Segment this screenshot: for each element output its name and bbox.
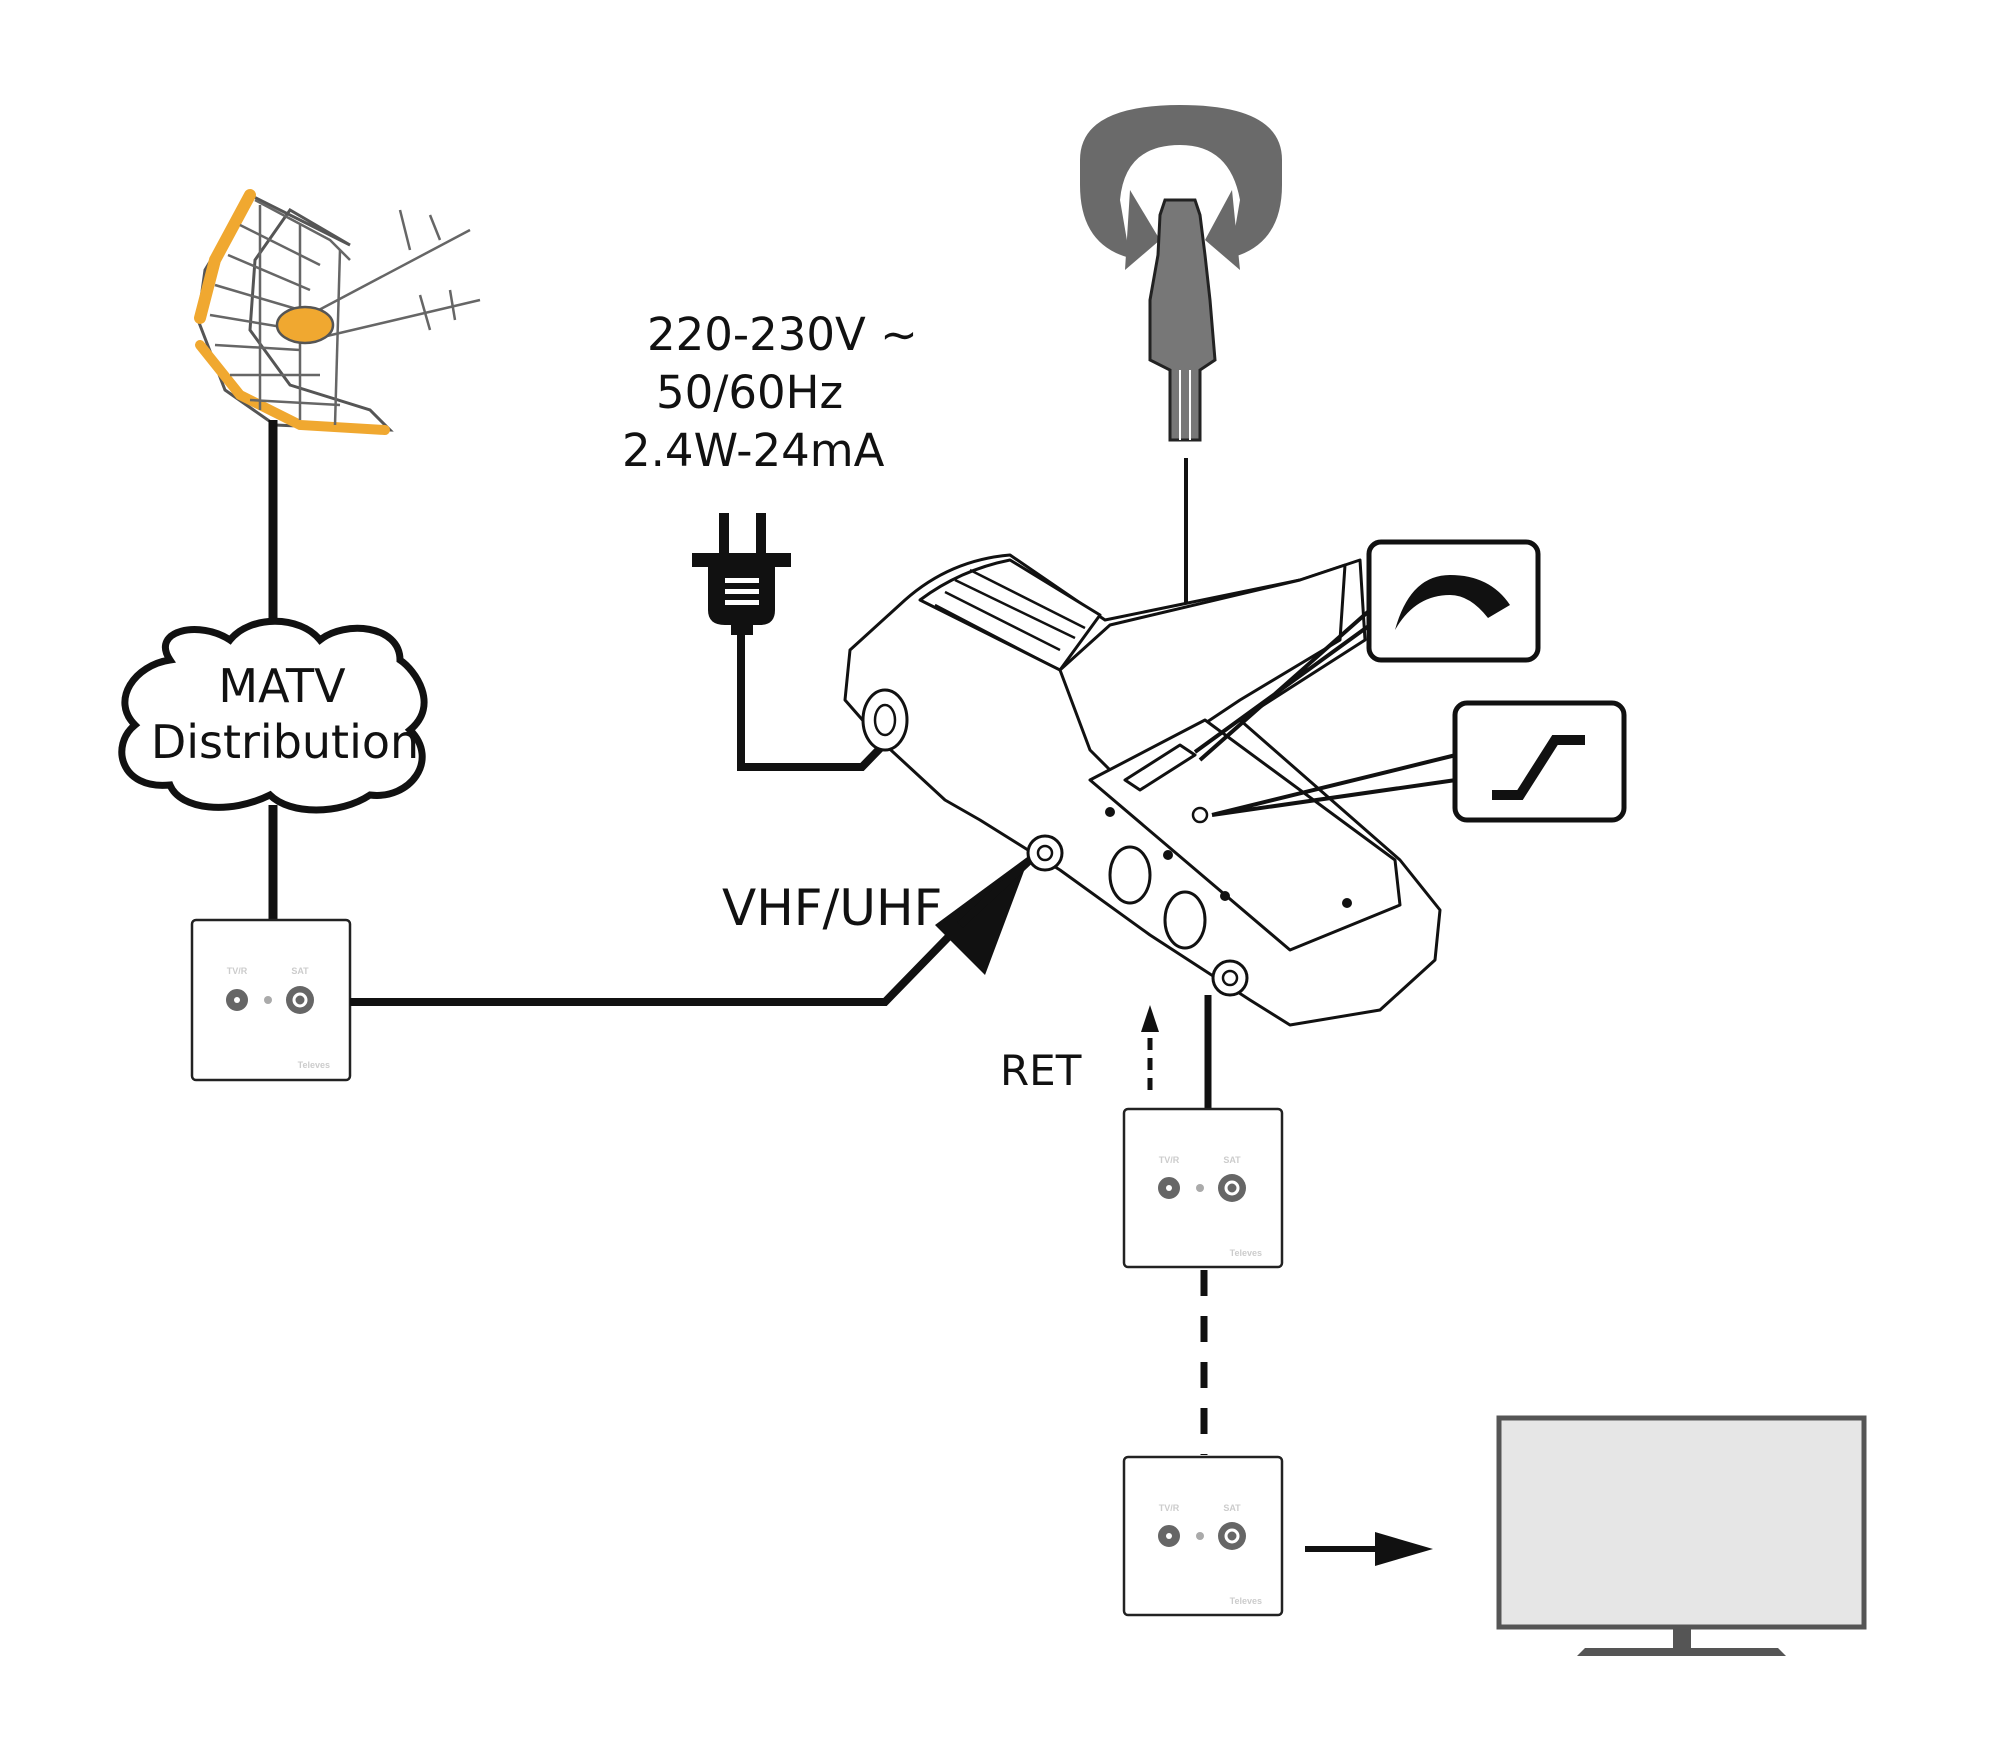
- socket-port-label-sat: SAT: [1223, 1155, 1241, 1165]
- gain-arc-icon: [1395, 575, 1510, 630]
- vhf-uhf-cable: [350, 922, 963, 1006]
- cloud-label-matv: MATV: [218, 659, 346, 713]
- socket-brand: Televes: [1230, 1248, 1262, 1258]
- gain-callout: [1193, 539, 1541, 762]
- power-plug-icon: [692, 513, 791, 635]
- power-cable: [737, 635, 896, 771]
- screwdriver-adjust-icon: [1080, 105, 1282, 442]
- power-consumption-label: 2.4W-24mA: [622, 424, 885, 477]
- matv-distribution-cloud: MATV Distribution: [118, 617, 428, 814]
- gain-adjust-potentiometer[interactable]: [1123, 743, 1197, 792]
- antenna-icon: [194, 189, 481, 435]
- slope-icon: [1492, 735, 1585, 800]
- vhf-uhf-label: VHF/UHF: [722, 879, 942, 937]
- socket-port-label-tv: TV/R: [1159, 1155, 1180, 1165]
- return-arrow-icon: [1141, 1005, 1159, 1032]
- slope-callout: [1211, 700, 1627, 823]
- ret-label: RET: [1000, 1046, 1082, 1095]
- tv-icon: [1496, 1415, 1867, 1656]
- socket-brand: Televes: [1230, 1596, 1262, 1606]
- socket-port-label-sat: SAT: [291, 966, 309, 976]
- socket-port-label-sat: SAT: [1223, 1503, 1241, 1513]
- amplifier-device: [843, 553, 1442, 1027]
- wall-socket-output-1: TV/R SAT Televes: [1122, 1107, 1284, 1269]
- socket-brand: Televes: [298, 1060, 330, 1070]
- cloud-label-distribution: Distribution: [151, 715, 419, 769]
- power-voltage-label: 220-230V ∼: [647, 308, 918, 361]
- tv-arrow-icon: [1375, 1532, 1433, 1566]
- wall-socket-output-2: TV/R SAT Televes: [1122, 1455, 1284, 1617]
- wall-socket-input: TV/R SAT Televes: [190, 918, 352, 1082]
- socket-port-label-tv: TV/R: [227, 966, 248, 976]
- power-frequency-label: 50/60Hz: [656, 366, 843, 419]
- socket-port-label-tv: TV/R: [1159, 1503, 1180, 1513]
- slope-adjust-hole[interactable]: [1191, 806, 1209, 824]
